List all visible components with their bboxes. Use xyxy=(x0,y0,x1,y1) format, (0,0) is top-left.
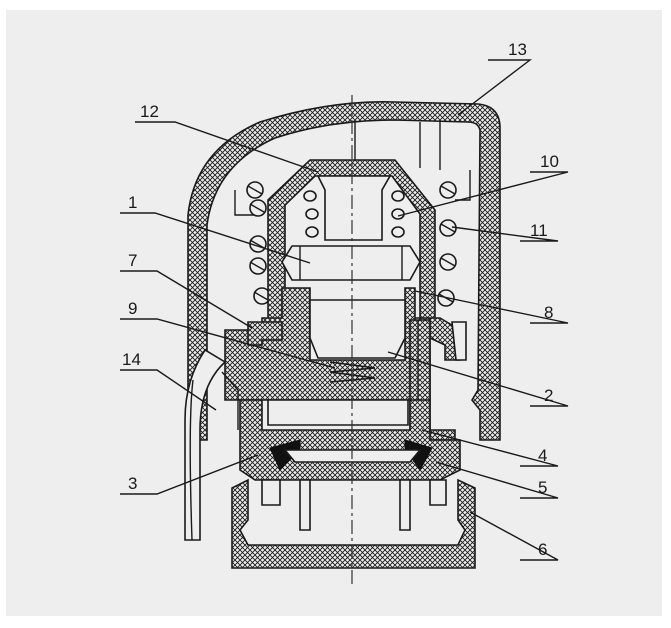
piston-head xyxy=(281,245,421,281)
label-10: 10 xyxy=(540,152,559,171)
label-8: 8 xyxy=(544,303,553,322)
stem-upper xyxy=(316,175,392,241)
piston-lower xyxy=(309,299,406,359)
return-spring xyxy=(329,361,376,383)
label-1: 1 xyxy=(128,193,137,212)
union-nut xyxy=(231,478,476,569)
leader-lines xyxy=(120,59,569,561)
label-13: 13 xyxy=(508,40,527,59)
capillary-tube xyxy=(184,348,227,541)
label-9: 9 xyxy=(128,299,137,318)
seal-ring-right xyxy=(404,439,433,471)
label-2: 2 xyxy=(544,386,553,405)
main-spring xyxy=(246,181,457,307)
label-14: 14 xyxy=(122,350,141,369)
label-4: 4 xyxy=(538,446,547,465)
label-11: 11 xyxy=(530,221,548,240)
seal-ring-left xyxy=(269,439,301,471)
left-clip xyxy=(247,321,283,346)
outer-cap-housing xyxy=(187,101,501,441)
cap-inner-ribs xyxy=(234,122,471,216)
label-6: 6 xyxy=(538,540,547,559)
small-spring xyxy=(303,190,405,238)
label-5: 5 xyxy=(538,478,547,497)
label-12: 12 xyxy=(140,102,159,121)
label-7: 7 xyxy=(128,251,137,270)
label-3: 3 xyxy=(128,474,137,493)
nut-inner-teeth xyxy=(261,479,447,531)
